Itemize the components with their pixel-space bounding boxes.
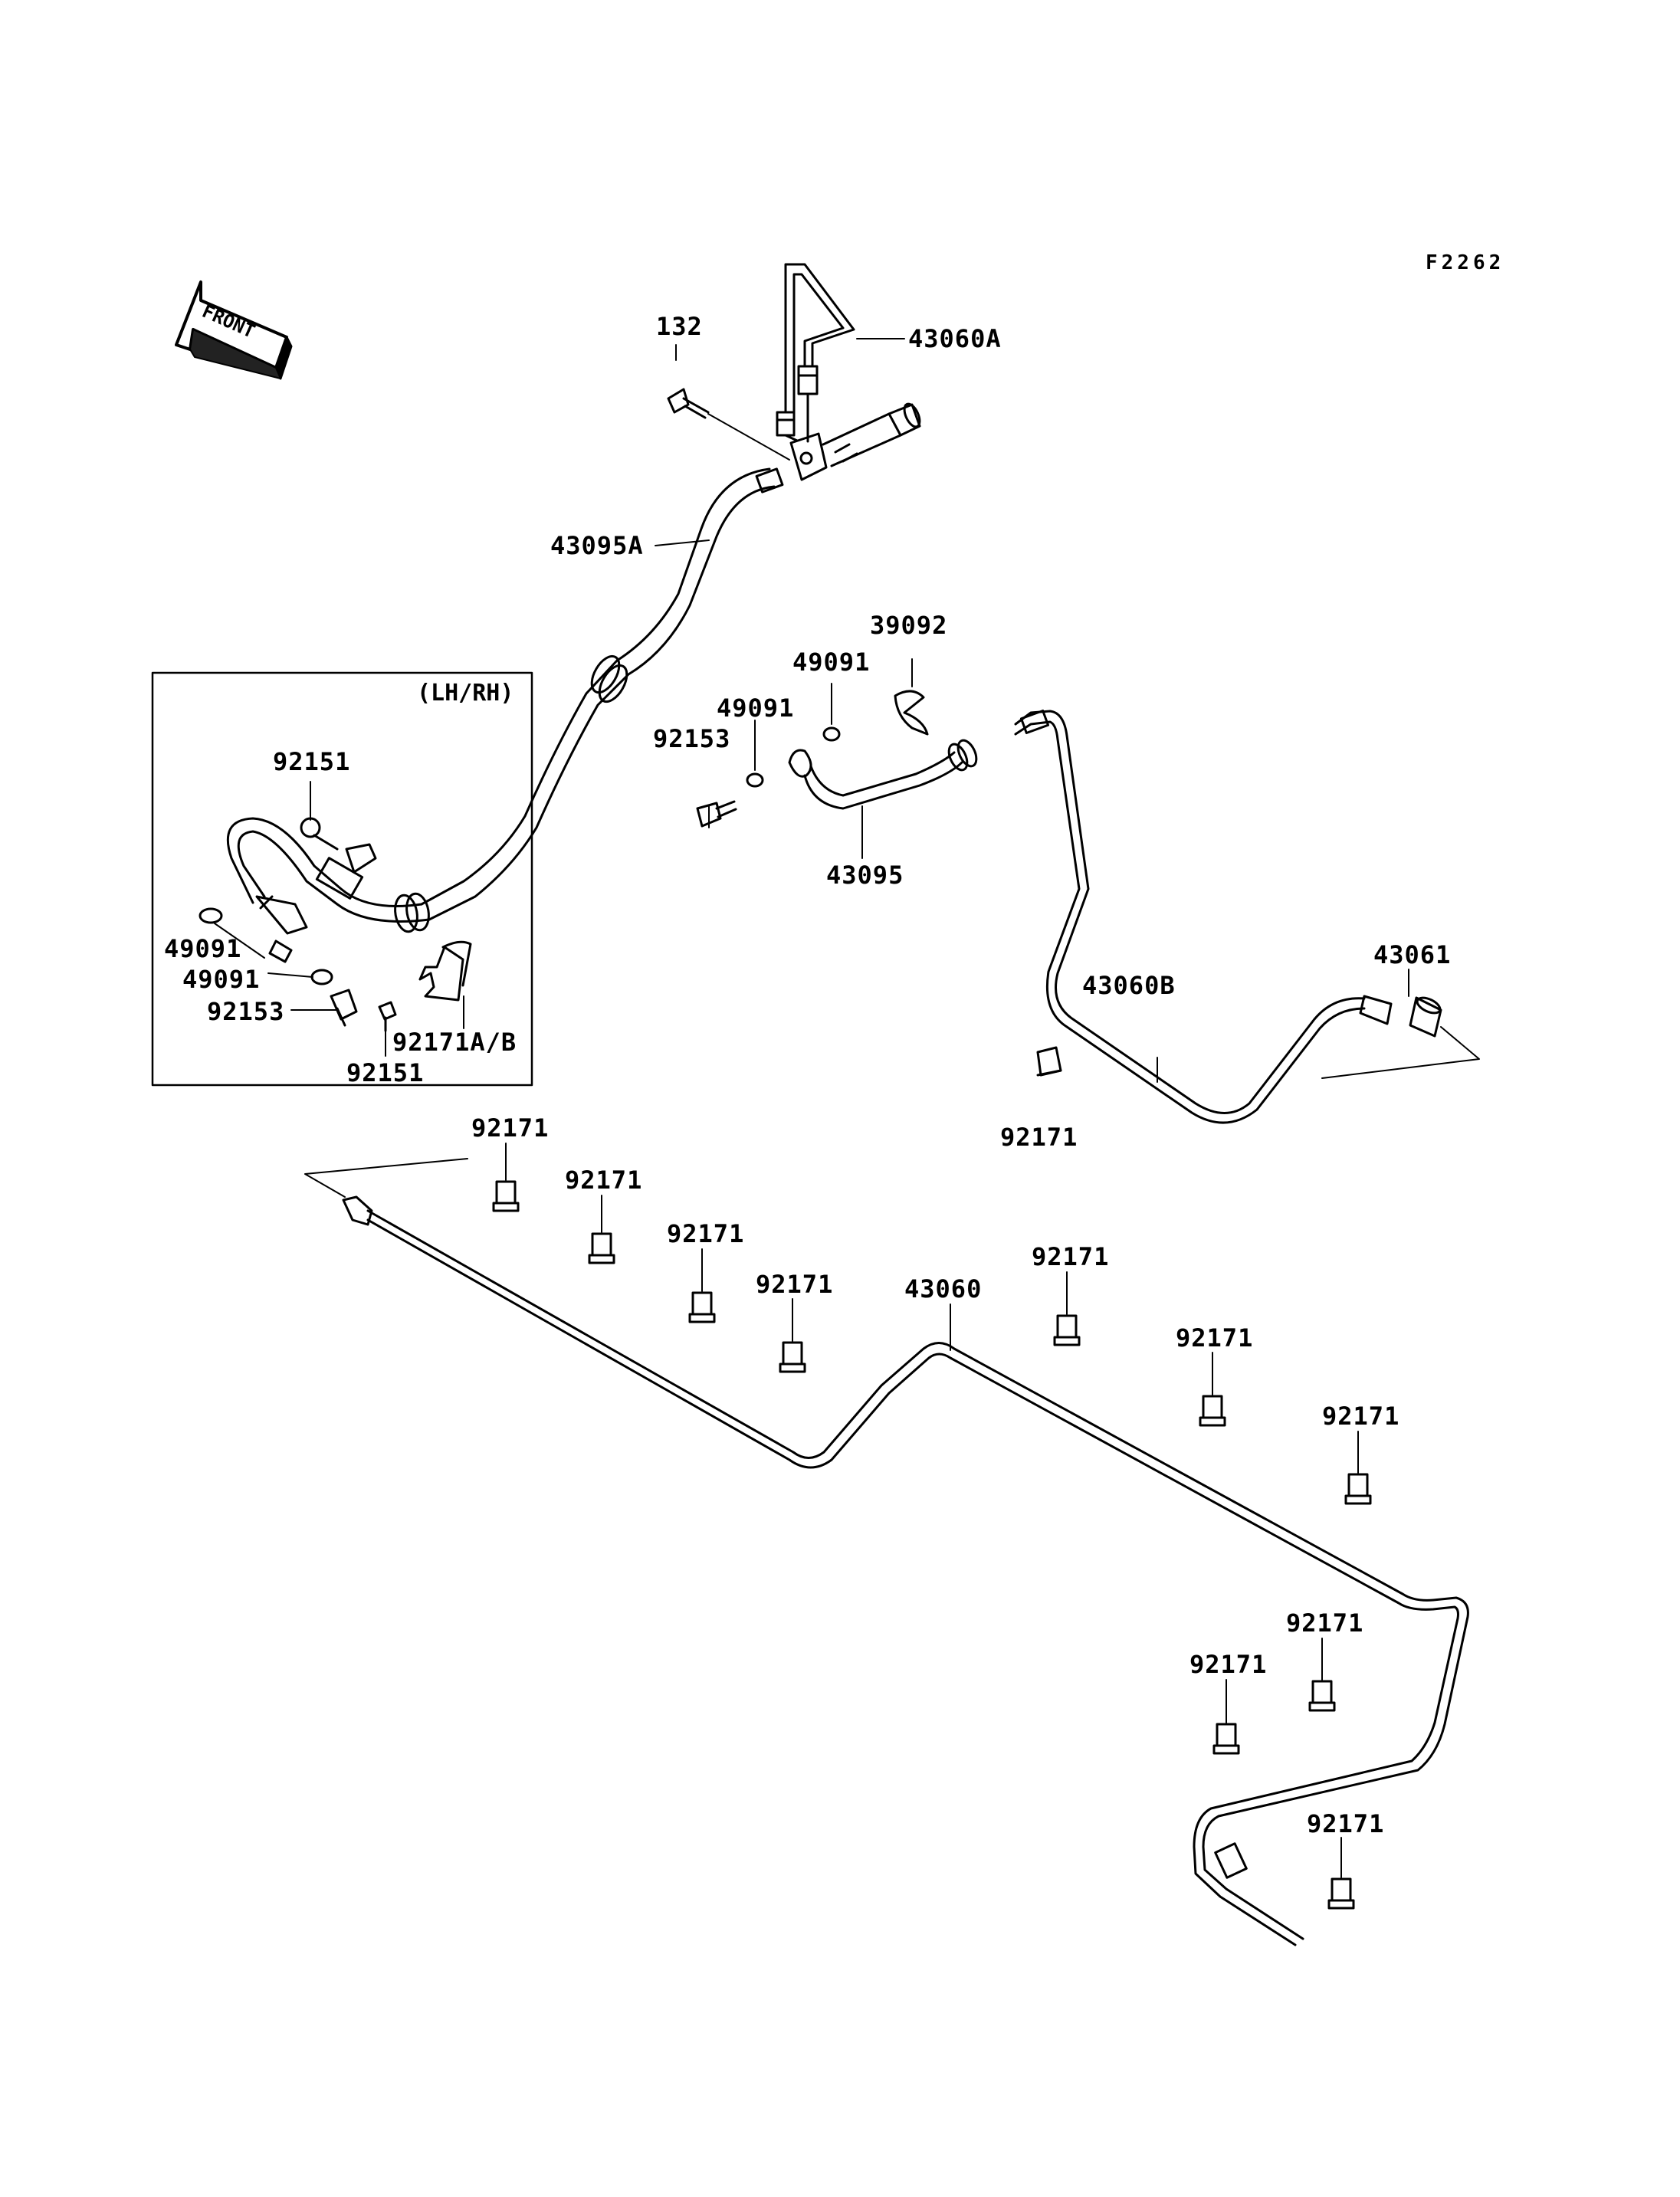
part-label-92171-clip-d[interactable]: 92171: [667, 1219, 745, 1248]
part-label-132[interactable]: 132: [656, 312, 703, 341]
part-label-43060[interactable]: 43060: [904, 1274, 983, 1303]
part-label-92153-inset[interactable]: 92153: [207, 997, 285, 1026]
brake-hose-43095a-illustration: [420, 467, 784, 921]
part-label-92171-clip-j[interactable]: 92171: [1189, 1650, 1268, 1679]
part-label-92153-middle[interactable]: 92153: [653, 724, 731, 753]
diagram-code: F2262: [1426, 251, 1505, 274]
part-label-92171-clip-c[interactable]: 92171: [565, 1166, 643, 1195]
brake-junction-block-illustration: [789, 402, 921, 481]
part-label-92151-inset-bottom[interactable]: 92151: [346, 1058, 425, 1087]
part-label-92151-inset-top[interactable]: 92151: [273, 747, 351, 776]
inset-leader-lines: [267, 781, 464, 1057]
clip-leader-lines: [505, 1143, 1359, 1878]
lh-rh-inset-box: [151, 671, 533, 1087]
part-label-39092[interactable]: 39092: [870, 611, 948, 640]
part-label-43060b[interactable]: 43060B: [1082, 971, 1176, 1000]
part-label-43095[interactable]: 43095: [826, 861, 904, 890]
part-label-49091-inset-left[interactable]: 49091: [164, 934, 242, 963]
bolt-132-illustration: [667, 388, 790, 461]
brake-line-clips-illustration: [492, 1046, 1372, 1910]
brake-hose-43095-illustration: [696, 658, 978, 859]
part-label-92171-clip-b[interactable]: 92171: [471, 1113, 550, 1143]
part-label-49091-upper[interactable]: 49091: [792, 648, 871, 677]
inset-hose-assembly-illustration: [199, 817, 472, 1032]
part-label-92171-clip-f[interactable]: 92171: [1032, 1242, 1110, 1271]
part-label-92171-clip-g[interactable]: 92171: [1176, 1323, 1254, 1353]
part-label-43060a[interactable]: 43060A: [908, 324, 1002, 353]
part-label-92171-clip-e[interactable]: 92171: [756, 1270, 834, 1299]
part-label-92171-clip-h[interactable]: 92171: [1322, 1402, 1400, 1431]
part-label-43061[interactable]: 43061: [1373, 940, 1452, 969]
part-label-92171ab[interactable]: 92171A/B: [392, 1028, 517, 1057]
part-label-92171-clip-k[interactable]: 92171: [1307, 1809, 1385, 1838]
part-label-92171-clip-i[interactable]: 92171: [1286, 1608, 1364, 1638]
front-arrow-icon: FRONT: [175, 280, 293, 380]
part-label-49091-inset-lower[interactable]: 49091: [182, 965, 261, 994]
brake-line-43060a-illustration: [776, 263, 855, 443]
inset-label: (LH/RH): [417, 680, 514, 707]
label-leader-lines: [655, 338, 905, 546]
part-label-49091-middle[interactable]: 49091: [717, 694, 795, 723]
brake-line-43060-illustration: [304, 1158, 1469, 1946]
brake-line-43060b-illustration: [1014, 709, 1480, 1124]
part-label-43095a[interactable]: 43095A: [550, 531, 644, 560]
part-label-92171-clip-a[interactable]: 92171: [1000, 1123, 1078, 1152]
